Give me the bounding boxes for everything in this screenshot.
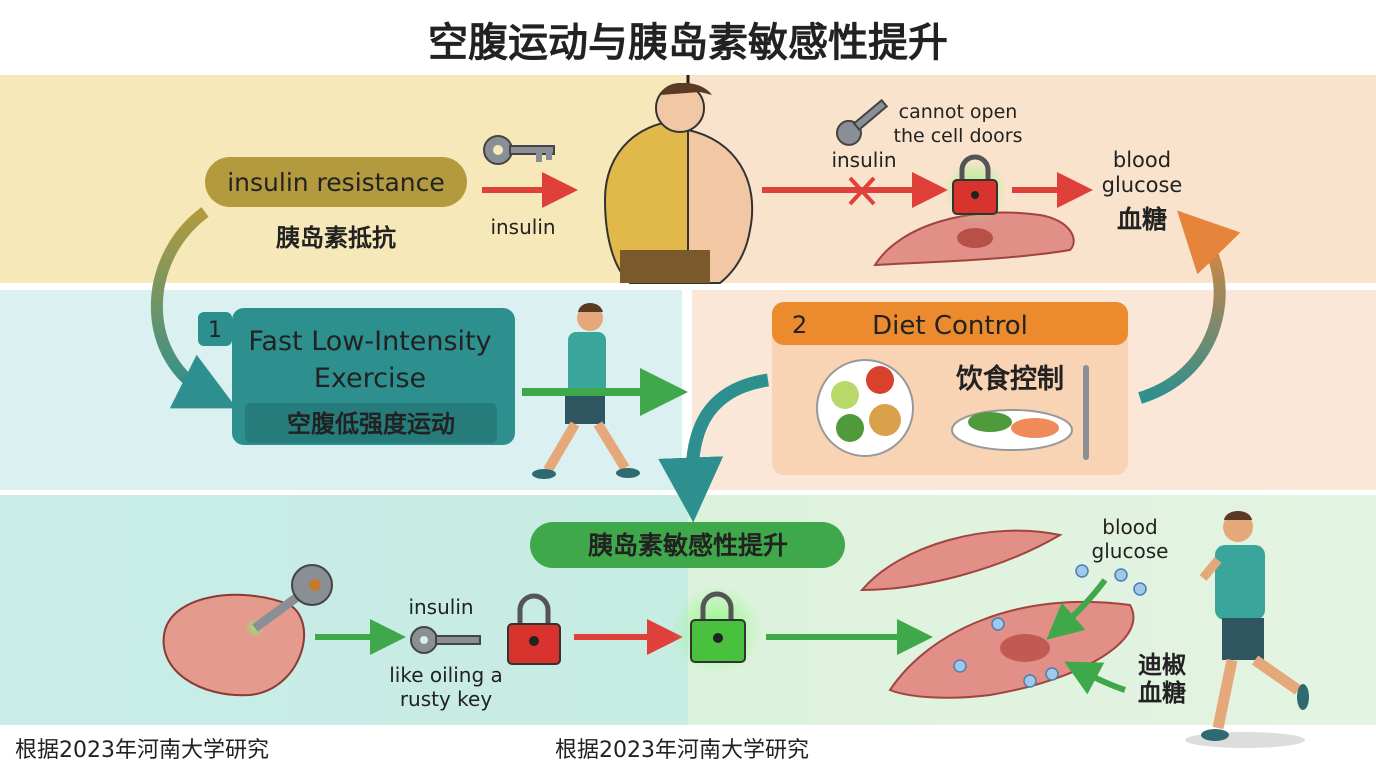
exercise-title-line2: Exercise bbox=[314, 363, 426, 394]
salad-plate-illustration bbox=[816, 359, 914, 457]
locked-padlock-icon bbox=[507, 593, 561, 665]
key-icon bbox=[483, 135, 555, 165]
diet-arrow bbox=[658, 373, 770, 523]
exercise-cn: 空腹低强度运动 bbox=[287, 410, 455, 438]
exercise-title-line1: Fast Low-Intensity bbox=[248, 326, 491, 357]
glucose-text-bottom: glucose bbox=[1092, 539, 1169, 563]
footer-source-center: 根据2023年河南大学研究 bbox=[555, 738, 809, 763]
insulin-label-bottom: insulin bbox=[408, 595, 473, 619]
glucose-uptake-arrow bbox=[1064, 661, 1126, 695]
cn-text-line1: 迪椒 bbox=[1138, 651, 1186, 679]
sensitivity-pill-label: 胰岛素敏感性提升 bbox=[588, 531, 788, 560]
cell-doors-text: the cell doors bbox=[894, 125, 1023, 147]
diet-title: Diet Control bbox=[872, 311, 1028, 341]
insulin-resistance-pill bbox=[205, 157, 467, 207]
oiling-text-line1: like oiling a bbox=[389, 663, 503, 687]
fish-plate-illustration bbox=[951, 409, 1073, 451]
diet-cn: 饮食控制 bbox=[955, 363, 1064, 395]
rusty-key-icon bbox=[245, 564, 333, 638]
curved-arrow-right bbox=[1138, 210, 1241, 404]
key-icon bbox=[835, 98, 889, 146]
insulin-resistance-label: insulin resistance bbox=[227, 168, 445, 197]
exercise-cn-box bbox=[245, 403, 497, 443]
unlocked-padlock-icon bbox=[672, 585, 762, 675]
diet-header bbox=[772, 302, 1128, 345]
footer-source-left: 根据2023年河南大学研究 bbox=[15, 738, 269, 763]
glucose-uptake-arrow bbox=[1046, 578, 1108, 640]
muscle-cell-illustration bbox=[859, 529, 1063, 592]
sensitivity-pill bbox=[530, 522, 845, 568]
walking-person-illustration bbox=[532, 303, 640, 479]
step-number-1: 1 bbox=[208, 318, 222, 343]
insulin-resistance-cn: 胰岛素抵抗 bbox=[276, 224, 396, 252]
overweight-person-illustration bbox=[603, 82, 754, 284]
knife-icon bbox=[1083, 365, 1089, 460]
blood-text-bottom: blood bbox=[1102, 515, 1157, 539]
locked-padlock-icon bbox=[943, 154, 1007, 224]
oiling-text-line2: rusty key bbox=[400, 687, 493, 711]
cannot-open-text: cannot open bbox=[899, 101, 1018, 123]
step-badge-1 bbox=[198, 312, 232, 346]
x-mark-icon bbox=[848, 176, 876, 206]
insulin-arrow-label: insulin bbox=[490, 215, 555, 239]
insulin-label: insulin bbox=[831, 148, 896, 172]
step-number-2: 2 bbox=[792, 311, 807, 339]
curved-arrow-left bbox=[150, 207, 237, 409]
running-person-illustration bbox=[1185, 511, 1309, 748]
key-icon bbox=[410, 626, 481, 654]
page-title: 空腹运动与胰岛素敏感性提升 bbox=[428, 20, 948, 66]
blood-text: blood bbox=[1113, 148, 1171, 172]
cn-text-line2: 血糖 bbox=[1138, 679, 1186, 707]
glucose-molecules bbox=[953, 564, 1147, 688]
blood-glucose-cn: 血糖 bbox=[1117, 205, 1167, 234]
glucose-text: glucose bbox=[1102, 173, 1183, 197]
